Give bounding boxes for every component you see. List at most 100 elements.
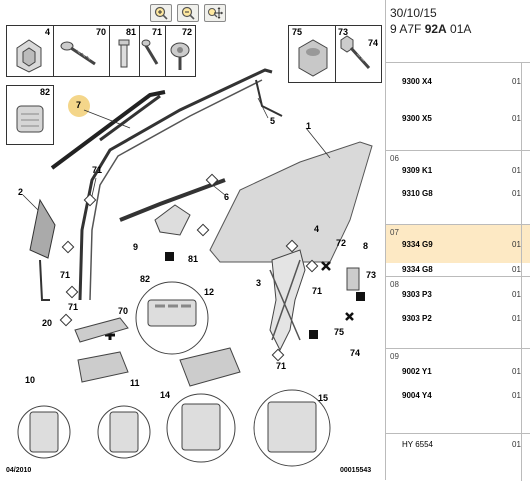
part-qty: 01: [512, 166, 521, 175]
part-qty: 01: [512, 265, 521, 274]
section-side-column: [521, 349, 530, 434]
part-70-cell[interactable]: 70: [53, 26, 110, 76]
code-bold: 92A: [424, 22, 447, 36]
part-code[interactable]: 9303 P2: [402, 314, 432, 323]
callout-71-c[interactable]: 71: [68, 302, 79, 312]
part-code[interactable]: 9309 K1: [402, 166, 433, 175]
section-number: 08: [390, 280, 399, 289]
parts-section: 9300 X4 01 9300 X5 01: [386, 62, 530, 151]
callout-81[interactable]: 81: [188, 254, 199, 264]
part-code[interactable]: 9300 X4: [402, 77, 432, 86]
diagram-toolbar: [150, 4, 226, 22]
zoom-in-icon: [154, 6, 168, 20]
callout-71-d[interactable]: 71: [312, 286, 323, 296]
parts-section: HY 6554 01: [386, 433, 530, 481]
part-code[interactable]: 9310 G8: [402, 189, 433, 198]
nut-icon: [298, 39, 328, 77]
nut-parts-box: 75 73 74: [288, 25, 382, 83]
callout-10[interactable]: 10: [25, 375, 36, 385]
callout-3[interactable]: 3: [256, 278, 262, 288]
part-82-box[interactable]: 82: [6, 85, 54, 145]
callout-9[interactable]: 9: [133, 242, 139, 252]
clip-icon: [16, 39, 42, 73]
fastener-parts-box: 4 70 81 71 72: [6, 25, 196, 77]
callout-73[interactable]: 73: [366, 270, 377, 280]
part-code[interactable]: 9334 G9: [402, 240, 433, 249]
section-side-column: [521, 277, 530, 349]
parts-section: 08 9303 P3 01 9303 P2 01: [386, 276, 530, 349]
section-side-column: [521, 151, 530, 225]
callout-14[interactable]: 14: [160, 390, 171, 400]
part-qty: 01: [512, 240, 521, 249]
callout-71-b[interactable]: 71: [60, 270, 71, 280]
part-qty: 01: [512, 290, 521, 299]
callout-71-e[interactable]: 71: [276, 361, 287, 371]
part-81-cell[interactable]: 81: [109, 26, 140, 76]
callout-74[interactable]: 74: [350, 348, 361, 358]
callout-20[interactable]: 20: [42, 318, 53, 328]
screw-icon: [60, 41, 96, 66]
part-number: 74: [367, 38, 378, 48]
part-qty: 01: [512, 314, 521, 323]
section-number: 06: [390, 154, 399, 163]
callout-7[interactable]: 7: [76, 100, 82, 110]
diagram-reference: 00015543: [340, 467, 372, 474]
part-number: 4: [44, 27, 50, 37]
torx-screw-icon: [170, 42, 190, 70]
section-number: 07: [390, 228, 399, 237]
zoom-out-icon: [181, 6, 195, 20]
section-number: 09: [390, 352, 399, 361]
callout-12[interactable]: 12: [204, 287, 215, 297]
pan-button[interactable]: [204, 4, 226, 22]
zoom-out-button[interactable]: [177, 4, 199, 22]
zoom-in-button[interactable]: [150, 4, 172, 22]
part-code[interactable]: 9004 Y4: [402, 391, 432, 400]
part-number: 82: [39, 87, 50, 97]
bolt-icon: [141, 39, 159, 65]
part-4-cell[interactable]: 4: [7, 26, 54, 76]
part-number: 71: [151, 27, 162, 37]
part-number: 72: [181, 27, 192, 37]
callout-4[interactable]: 4: [314, 224, 320, 234]
parts-section-selected[interactable]: 07 9334 G9 01: [386, 224, 530, 263]
section-side-column: [521, 262, 530, 278]
callout-82[interactable]: 82: [140, 274, 151, 284]
parts-diagram: 4 70 81 71 72 75 73 74: [6, 0, 386, 480]
part-qty: 01: [512, 114, 521, 123]
callout-72[interactable]: 72: [336, 238, 347, 248]
section-side-column: [521, 434, 530, 481]
panel-code: 9 A7F 92A 01A: [390, 22, 471, 36]
callout-8[interactable]: 8: [363, 241, 369, 251]
callout-1[interactable]: 1: [306, 121, 312, 131]
part-71-cell[interactable]: 71: [139, 26, 166, 76]
part-code[interactable]: HY 6554: [402, 440, 433, 449]
parts-section: 06 9309 K1 01 9310 G8 01: [386, 150, 530, 225]
plug-icon: [16, 105, 44, 133]
hex-bolt-icon: [340, 35, 371, 70]
part-qty: 01: [512, 440, 521, 449]
callout-2[interactable]: 2: [18, 187, 24, 197]
part-number: 73: [338, 27, 349, 37]
part-72-cell[interactable]: 72: [165, 26, 195, 76]
parts-section: 09 9002 Y1 01 9004 Y4 01: [386, 348, 530, 434]
code-suffix: 01A: [446, 22, 472, 36]
callout-75[interactable]: 75: [334, 327, 345, 337]
part-qty: 01: [512, 391, 521, 400]
part-code[interactable]: 9002 Y1: [402, 367, 432, 376]
diagram-date: 04/2010: [6, 467, 32, 474]
parts-list-panel: 30/10/15 9 A7F 92A 01A 9300 X4 01 9300 X…: [386, 0, 530, 481]
part-code[interactable]: 9300 X5: [402, 114, 432, 123]
part-75-cell[interactable]: 75: [289, 26, 336, 82]
part-number: 81: [125, 27, 136, 37]
callout-11[interactable]: 11: [130, 378, 140, 388]
part-code[interactable]: 9303 P3: [402, 290, 432, 299]
callout-5[interactable]: 5: [270, 116, 276, 126]
panel-date: 30/10/15: [390, 6, 437, 20]
callout-70[interactable]: 70: [118, 306, 129, 316]
callout-71-a[interactable]: 71: [92, 165, 103, 175]
part-73-74-cell[interactable]: 73 74: [335, 26, 381, 82]
callout-15[interactable]: 15: [318, 393, 329, 403]
part-qty: 01: [512, 77, 521, 86]
callout-6[interactable]: 6: [224, 192, 230, 202]
part-code[interactable]: 9334 G8: [402, 265, 433, 274]
